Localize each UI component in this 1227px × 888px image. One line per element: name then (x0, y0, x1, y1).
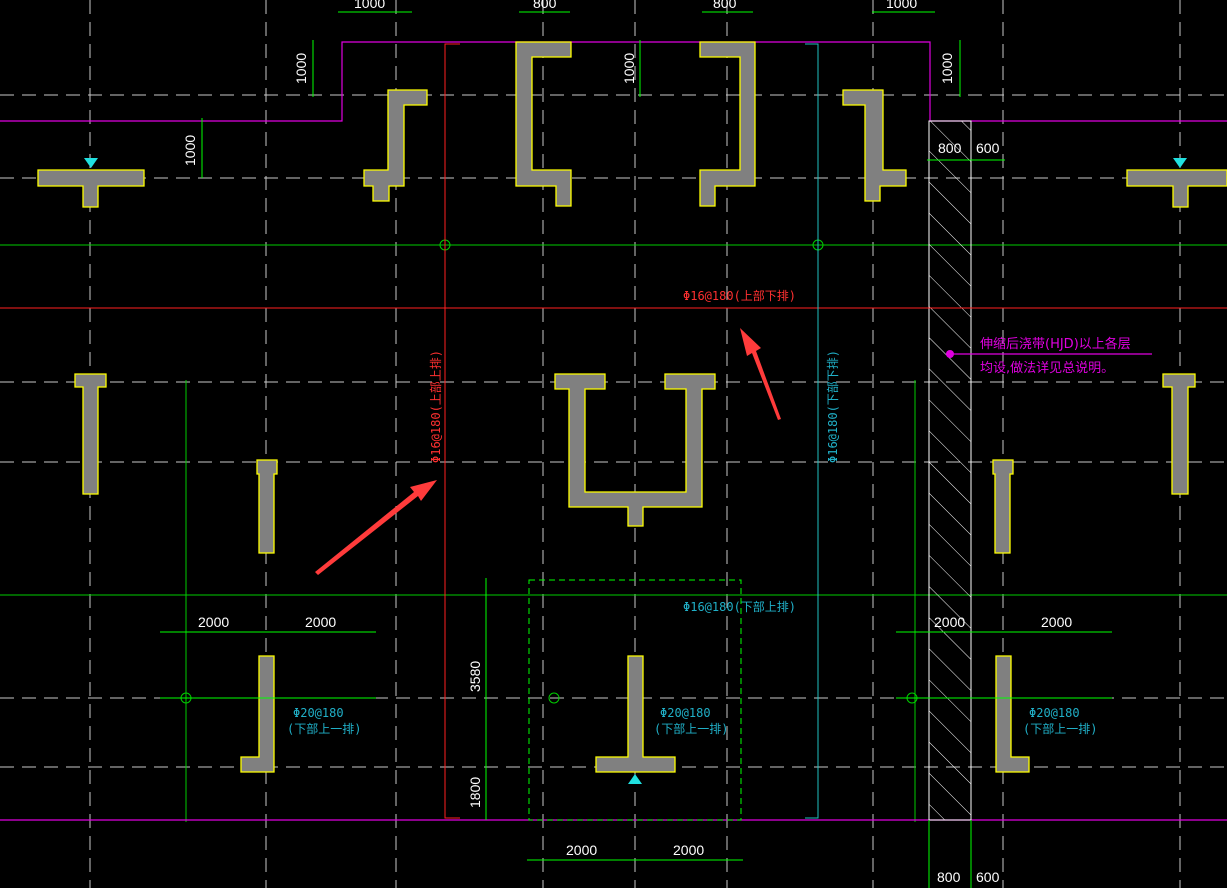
slab-outline (0, 41, 1227, 821)
cyan-rebar-lines (805, 43, 819, 819)
dim-bottom-2000-a: 2000 (566, 842, 597, 858)
note-line-2: 均设,做法详见总说明。 (980, 361, 1114, 376)
dim-vert-1000-b: 1000 (621, 53, 637, 84)
dim-top-1000-b: 1000 (886, 0, 917, 11)
dim-top-800-b: 800 (713, 0, 737, 11)
dim-vert-3580: 3580 (467, 661, 483, 692)
rebar-label-local-right: Φ20@180 (1029, 706, 1080, 720)
rebar-label-local-left: Φ20@180 (293, 706, 344, 720)
note-leader: 伸缩后浇带(HJD)以上各层 均设,做法详见总说明。 (946, 336, 1152, 376)
dim-strip-800-bottom: 800 (937, 869, 961, 885)
dim-vert-1000-a: 1000 (293, 53, 309, 84)
red-rebar-lines (0, 43, 1227, 819)
post-pour-strip (928, 120, 972, 821)
arrow-to-top-horizontal (740, 328, 781, 420)
annotation-arrows (315, 328, 781, 575)
rebar-label-local-center: Φ20@180 (660, 706, 711, 720)
rebar-label-vertical-cyan: Φ16@180(下部下排) (825, 350, 840, 463)
rebar-label-vertical-red: Φ16@180(上部上排) (428, 350, 443, 463)
dimension-lines (160, 11, 1112, 888)
local-rebar-zone (528, 579, 742, 821)
rebar-labels: Φ16@180(上部下排) Φ16@180(上部上排) Φ16@180(下部下排… (287, 288, 1097, 736)
level-markers (84, 158, 1187, 784)
dim-strip-600-bottom: 600 (976, 869, 1000, 885)
arrow-to-vertical-red (315, 480, 437, 575)
dim-vert-1000-d: 1000 (182, 135, 198, 166)
rebar-label-local-left-sub: (下部上一排) (287, 721, 361, 736)
shear-walls (37, 41, 1227, 773)
dim-bottom-2000-b: 2000 (673, 842, 704, 858)
dim-right-2000-a: 2000 (934, 614, 965, 630)
rebar-label-bottom-horizontal: Φ16@180(下部上排) (683, 599, 796, 614)
dim-vert-1000-c: 1000 (939, 53, 955, 84)
dim-vert-1800: 1800 (467, 777, 483, 808)
dim-top-800-a: 800 (533, 0, 557, 11)
dim-right-2000-b: 2000 (1041, 614, 1072, 630)
dim-strip-800-top: 800 (938, 140, 962, 156)
dim-left-2000-b: 2000 (305, 614, 336, 630)
rebar-label-top-horizontal: Φ16@180(上部下排) (683, 288, 796, 303)
green-reference-lines (0, 239, 1227, 822)
dim-top-1000-a: 1000 (354, 0, 385, 11)
dim-left-2000-a: 2000 (198, 614, 229, 630)
dimension-labels: 1000 800 800 1000 1000 1000 1000 1000 80… (182, 0, 1072, 885)
rebar-label-local-center-sub: (下部上一排) (654, 721, 728, 736)
rebar-label-local-right-sub: (下部上一排) (1023, 721, 1097, 736)
note-line-1: 伸缩后浇带(HJD)以上各层 (980, 336, 1131, 352)
dim-strip-600-top: 600 (976, 140, 1000, 156)
